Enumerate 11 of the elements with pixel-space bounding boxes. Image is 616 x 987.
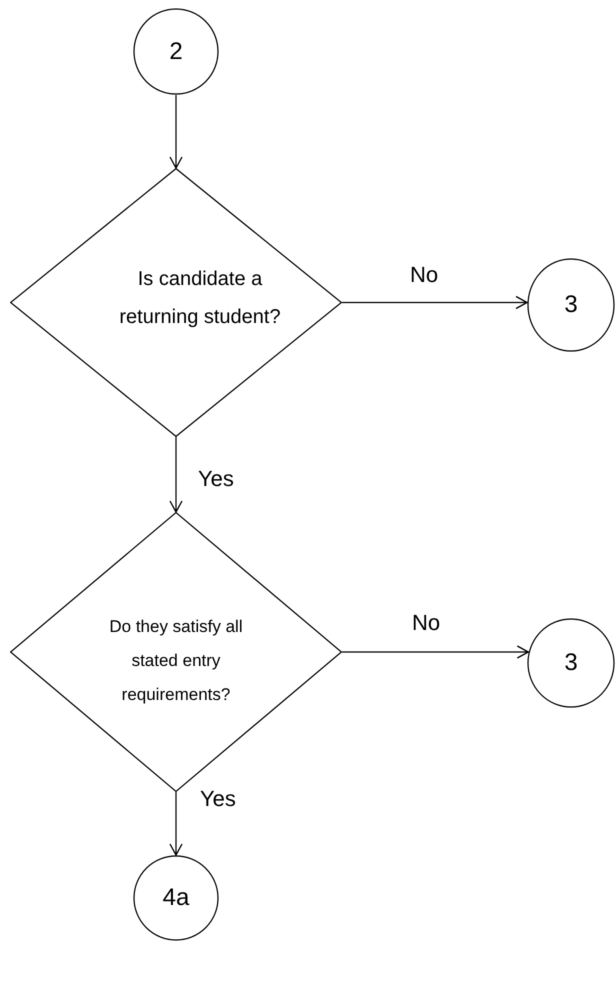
connector-label: 3: [564, 648, 578, 678]
arrow: [342, 645, 529, 659]
arrow: [342, 296, 528, 310]
arrow: [169, 437, 183, 513]
connector-label: 2: [169, 36, 183, 66]
arrow: [169, 792, 183, 856]
connector-label: 4a: [162, 883, 190, 913]
decision-text: Do they satisfy all stated entry requirements?: [108, 616, 244, 706]
decision-text: Is candidate a returning student?: [118, 267, 282, 330]
arrow: [169, 95, 183, 169]
connector-label: 3: [564, 290, 578, 320]
